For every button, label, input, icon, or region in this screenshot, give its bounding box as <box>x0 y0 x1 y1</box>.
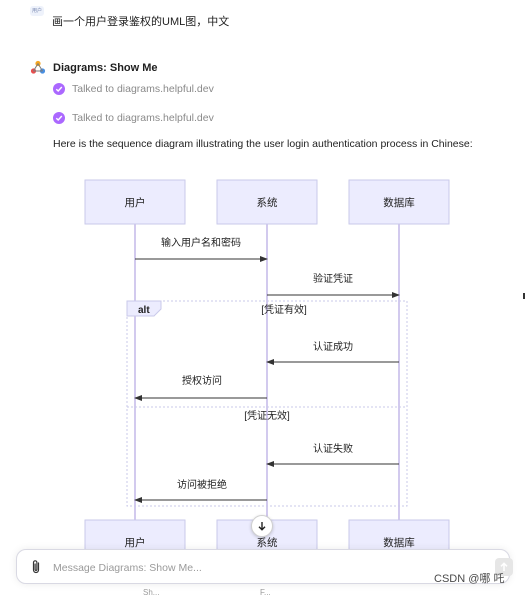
diagrams-plugin-icon <box>30 60 46 74</box>
user-avatar: 用户 <box>30 6 44 16</box>
message-composer <box>16 549 513 584</box>
arrow-up-icon <box>500 562 508 571</box>
assistant-header: Diagrams: Show Me <box>30 60 158 76</box>
check-icon <box>53 112 65 124</box>
participant-box <box>348 519 450 550</box>
participant-box <box>84 519 186 550</box>
scroll-to-bottom-button[interactable] <box>251 515 273 537</box>
tool-call-label: Talked to diagrams.helpful.dev <box>72 83 214 95</box>
scrollbar-marker <box>523 293 525 299</box>
message-label: 授权访问 <box>182 374 222 387</box>
alt-fragment-tab <box>126 300 162 317</box>
participant-box <box>348 179 450 225</box>
message-input[interactable] <box>51 558 475 578</box>
participant-label: 数据库 <box>383 536 415 549</box>
check-icon <box>53 83 65 95</box>
message-label: 访问被拒绝 <box>177 478 227 491</box>
message-label: 认证成功 <box>313 340 353 353</box>
background-text: Sh... <box>143 588 160 597</box>
alt-fragment <box>126 300 408 507</box>
watermark: CSDN @哪 吒 <box>434 573 505 585</box>
alt-condition: [凭证无效] <box>244 409 290 422</box>
arrow-down-icon <box>258 522 266 531</box>
assistant-name: Diagrams: Show Me <box>53 62 158 74</box>
message-label: 验证凭证 <box>313 272 353 285</box>
message-label: 认证失败 <box>313 442 353 455</box>
participant-label: 数据库 <box>383 196 415 209</box>
alt-operator: alt <box>138 305 150 316</box>
participant-box <box>84 179 186 225</box>
user-message-text: 画一个用户登录鉴权的UML图，中文 <box>52 16 230 28</box>
tool-call-status[interactable]: Talked to diagrams.helpful.dev <box>53 83 214 95</box>
assistant-message-text: Here is the sequence diagram illustratin… <box>53 138 473 150</box>
background-text: F... <box>260 588 271 597</box>
send-button[interactable] <box>495 558 513 576</box>
user-message: 用户 画一个用户登录鉴权的UML图，中文 <box>30 6 229 28</box>
participant-box <box>216 179 318 225</box>
participant-label: 用户 <box>125 196 146 209</box>
tool-call-label: Talked to diagrams.helpful.dev <box>72 112 214 124</box>
paperclip-icon[interactable] <box>29 559 43 575</box>
message-label: 输入用户名和密码 <box>161 236 241 249</box>
participant-label: 用户 <box>125 536 146 549</box>
alt-condition: [凭证有效] <box>261 303 307 316</box>
participant-label: 系统 <box>257 536 278 549</box>
sequence-diagram: 用户 系统 数据库 输入用户名和密码 验证凭证 alt [凭证有效] 认证成功 … <box>84 179 450 550</box>
tool-call-status[interactable]: Talked to diagrams.helpful.dev <box>53 112 214 124</box>
participant-label: 系统 <box>257 196 278 209</box>
